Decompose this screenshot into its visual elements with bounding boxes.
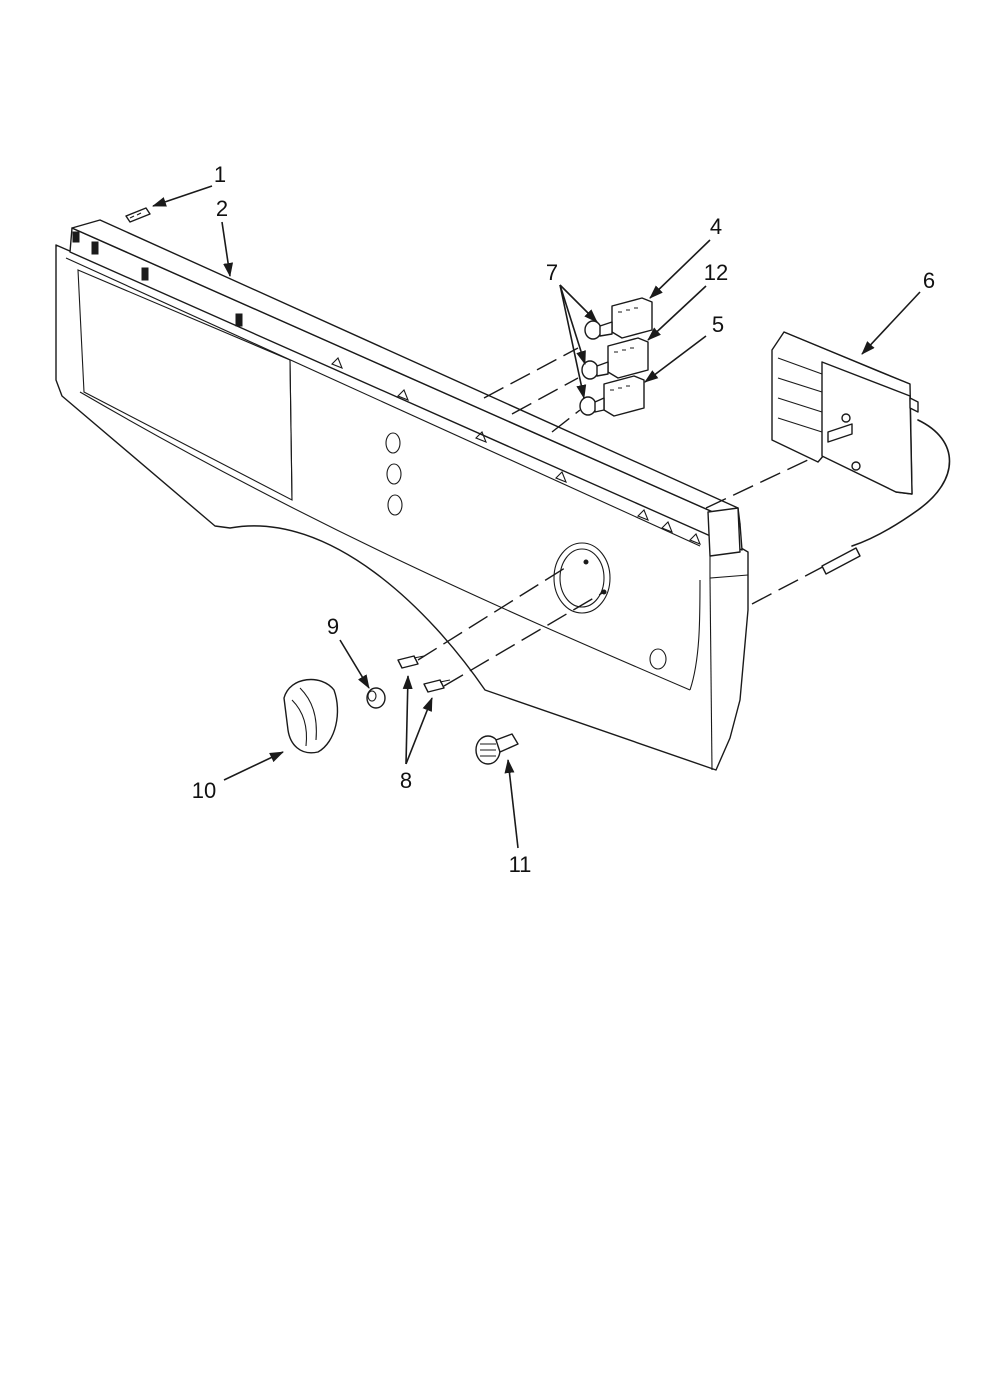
callout-12: 12 [704, 260, 728, 285]
callout-11: 11 [509, 852, 532, 877]
callout-5: 5 [712, 312, 724, 337]
knob-10 [283, 678, 339, 754]
timer-module [771, 331, 951, 575]
callout-9: 9 [327, 614, 339, 639]
callout-labels: 1 2 4 7 12 5 6 9 10 8 11 [192, 162, 935, 877]
switch-bottom [579, 375, 645, 417]
callout-8: 8 [400, 768, 412, 793]
callout-7: 7 [546, 260, 558, 285]
callout-6: 6 [923, 268, 935, 293]
screw-1 [125, 207, 151, 223]
callout-10: 10 [192, 778, 216, 803]
screws-8 [397, 655, 451, 693]
callout-4: 4 [710, 214, 722, 239]
knob-insert-9 [366, 687, 386, 709]
callout-2: 2 [216, 196, 228, 221]
control-panel [55, 219, 749, 771]
switch-middle [581, 337, 649, 380]
callout-1: 1 [214, 162, 226, 187]
lamp-socket-11 [475, 733, 519, 765]
leader-arrows [152, 185, 921, 849]
switch-top [584, 297, 653, 340]
assembly-lines [417, 347, 833, 687]
